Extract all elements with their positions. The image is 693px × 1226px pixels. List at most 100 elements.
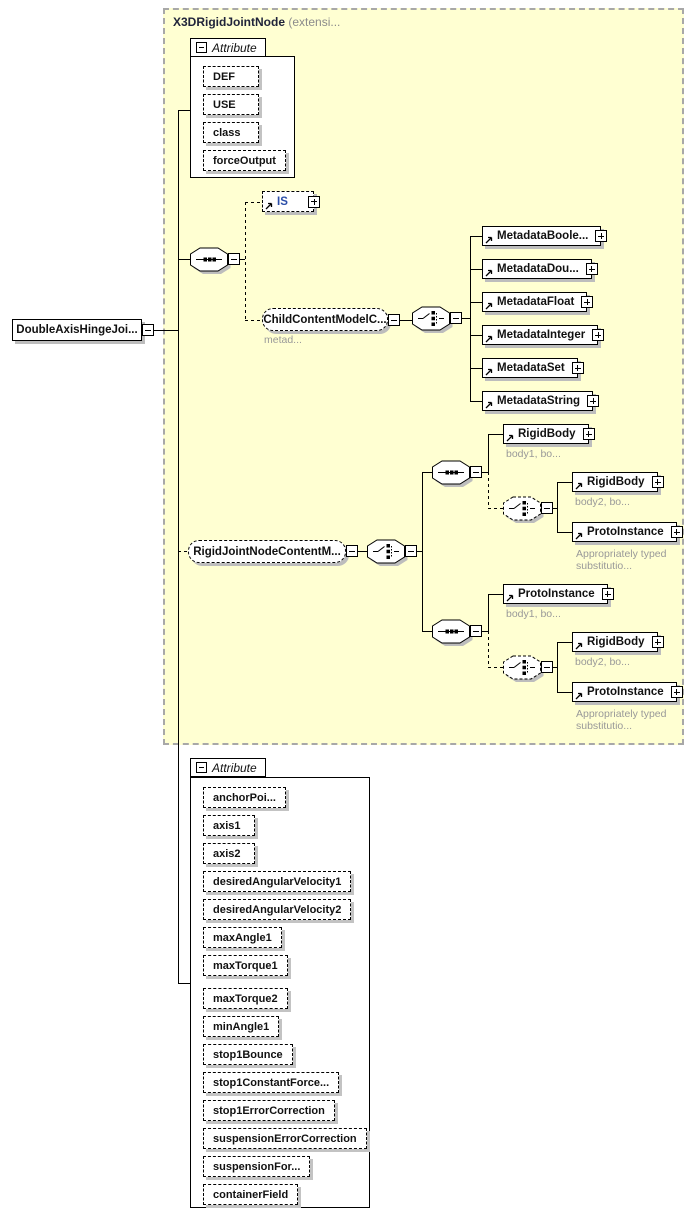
node-label: RigidBody: [587, 476, 645, 488]
expand-button[interactable]: [585, 263, 598, 275]
expand-button[interactable]: [651, 636, 664, 648]
attribute-desired-angular-velocity1[interactable]: desiredAngularVelocity1: [203, 871, 352, 892]
collapse-button-child-content-model[interactable]: [388, 314, 400, 326]
expand-button[interactable]: [670, 686, 683, 698]
attribute-class[interactable]: class: [203, 122, 259, 143]
extension-title: X3DRigidJointNode (extensi...: [173, 15, 340, 29]
attribute-label: forceOutput: [213, 154, 276, 167]
choice-icon: [418, 311, 444, 326]
expand-button[interactable]: [587, 395, 600, 407]
node-rigid-joint-content-model[interactable]: RigidJointNodeContentM...: [188, 540, 346, 563]
attribute-group-top-header: Attribute: [212, 40, 257, 55]
attribute-axis2[interactable]: axis2: [203, 843, 255, 864]
node-metadata-set[interactable]: MetadataSet: [482, 358, 584, 378]
reference-arrow-icon: [485, 368, 493, 376]
node-is[interactable]: IS: [262, 191, 320, 212]
collapse-button-choice-b-alt[interactable]: [541, 661, 553, 673]
node-metadata-double[interactable]: MetadataDou...: [482, 259, 598, 279]
collapse-button-sequence-a[interactable]: [470, 466, 482, 478]
node-metadata-boolean[interactable]: MetadataBoole...: [482, 226, 608, 246]
attribute-max-torque2[interactable]: maxTorque2: [203, 988, 288, 1009]
attribute-label: stop1ErrorCorrection: [213, 1104, 325, 1117]
node-proto-instance-a[interactable]: ProtoInstance: [572, 522, 683, 542]
attribute-desired-angular-velocity2[interactable]: desiredAngularVelocity2: [203, 899, 352, 920]
node-rigid-body-a1[interactable]: RigidBody: [503, 424, 595, 444]
annotation-body2-b: body2, bo...: [575, 656, 630, 668]
attribute-force-output[interactable]: forceOutput: [203, 150, 286, 171]
node-label: MetadataFloat: [497, 296, 575, 308]
expand-button[interactable]: [592, 329, 605, 341]
attribute-max-torque1[interactable]: maxTorque1: [203, 955, 288, 976]
collapse-button-sequence-b[interactable]: [470, 625, 482, 637]
node-metadata-string[interactable]: MetadataString: [482, 391, 600, 411]
attribute-def[interactable]: DEF: [203, 66, 259, 87]
expand-button[interactable]: [571, 362, 584, 374]
choice-icon: [509, 501, 535, 516]
expand-button[interactable]: [595, 230, 608, 242]
node-label: RigidJointNodeContentM...: [193, 545, 341, 558]
attribute-axis1[interactable]: axis1: [203, 815, 255, 836]
node-proto-instance-b1[interactable]: ProtoInstance: [503, 584, 614, 604]
choice-icon: [373, 544, 399, 559]
attribute-label: suspensionFor...: [213, 1160, 301, 1173]
node-metadata-float[interactable]: MetadataFloat: [482, 292, 594, 312]
collapse-button-rigid-joint-content[interactable]: [346, 545, 358, 557]
attribute-stop1-constant-force[interactable]: stop1ConstantForce...: [203, 1072, 340, 1093]
collapse-button-attribute-bottom[interactable]: [196, 762, 207, 773]
sequence-compositor-main[interactable]: [190, 247, 232, 280]
choice-compositor-b-alt[interactable]: [503, 655, 545, 688]
extension-title-name: X3DRigidJointNode: [173, 15, 286, 29]
collapse-button-choice-body[interactable]: [405, 545, 417, 557]
attribute-label: maxTorque2: [213, 992, 278, 1005]
attribute-anchor-point[interactable]: anchorPoi...: [203, 787, 286, 808]
collapse-button-root[interactable]: [142, 324, 154, 336]
expand-button-is[interactable]: [308, 195, 320, 208]
attribute-min-angle1[interactable]: minAngle1: [203, 1016, 280, 1037]
node-proto-instance-b3[interactable]: ProtoInstance: [572, 682, 683, 702]
choice-icon: [509, 660, 535, 675]
attribute-label: maxAngle1: [213, 931, 272, 944]
reference-arrow-icon: [506, 434, 514, 442]
reference-arrow-icon: [485, 401, 493, 409]
attribute-container-field[interactable]: containerField: [203, 1184, 299, 1205]
annotation-substitution-a: Appropriately typed substitutio...: [576, 548, 667, 572]
node-double-axis-hinge-joint[interactable]: DoubleAxisHingeJoi...: [12, 319, 142, 341]
attribute-use[interactable]: USE: [203, 94, 259, 115]
attribute-group-top-tab[interactable]: Attribute: [190, 38, 266, 57]
sequence-compositor-a[interactable]: [432, 460, 474, 493]
collapse-button-choice-a-alt[interactable]: [541, 502, 553, 514]
collapse-button-choice-metadata[interactable]: [450, 312, 462, 324]
attribute-stop1-bounce[interactable]: stop1Bounce: [203, 1044, 293, 1065]
attribute-stop1-error-correction[interactable]: stop1ErrorCorrection: [203, 1100, 335, 1121]
extension-title-suffix: (extensi...: [288, 15, 341, 29]
attribute-group-bottom-tab[interactable]: Attribute: [190, 758, 266, 777]
node-rigid-body-b2[interactable]: RigidBody: [572, 632, 664, 652]
annotation-body2-a: body2, bo...: [575, 496, 630, 508]
reference-arrow-icon: [506, 594, 514, 602]
choice-compositor-body[interactable]: [367, 539, 409, 572]
reference-arrow-icon: [485, 236, 493, 244]
collapse-button-sequence-main[interactable]: [228, 253, 240, 265]
node-metadata-integer[interactable]: MetadataInteger: [482, 325, 605, 345]
node-child-content-model[interactable]: ChildContentModelC...: [262, 308, 388, 331]
annotation-substitution-b: Appropriately typed substitutio...: [576, 708, 667, 732]
expand-button[interactable]: [582, 428, 595, 440]
choice-compositor-metadata[interactable]: [412, 306, 454, 339]
expand-button[interactable]: [670, 526, 683, 538]
expand-button[interactable]: [651, 476, 664, 488]
collapse-button-attribute-top[interactable]: [196, 42, 207, 53]
attribute-label: minAngle1: [213, 1020, 270, 1033]
reference-arrow-icon: [485, 302, 493, 310]
expand-button[interactable]: [601, 588, 614, 600]
attribute-label: DEF: [213, 70, 235, 83]
annotation-body1-b: body1, bo...: [506, 608, 561, 620]
attribute-label: axis2: [213, 847, 241, 860]
attribute-suspension-error-correction[interactable]: suspensionErrorCorrection: [203, 1128, 367, 1149]
choice-compositor-a-alt[interactable]: [503, 496, 545, 529]
attribute-suspension-force[interactable]: suspensionFor...: [203, 1156, 311, 1177]
expand-button[interactable]: [581, 296, 594, 308]
attribute-max-angle1[interactable]: maxAngle1: [203, 927, 282, 948]
node-rigid-body-a2[interactable]: RigidBody: [572, 472, 664, 492]
sequence-compositor-b[interactable]: [432, 619, 474, 652]
